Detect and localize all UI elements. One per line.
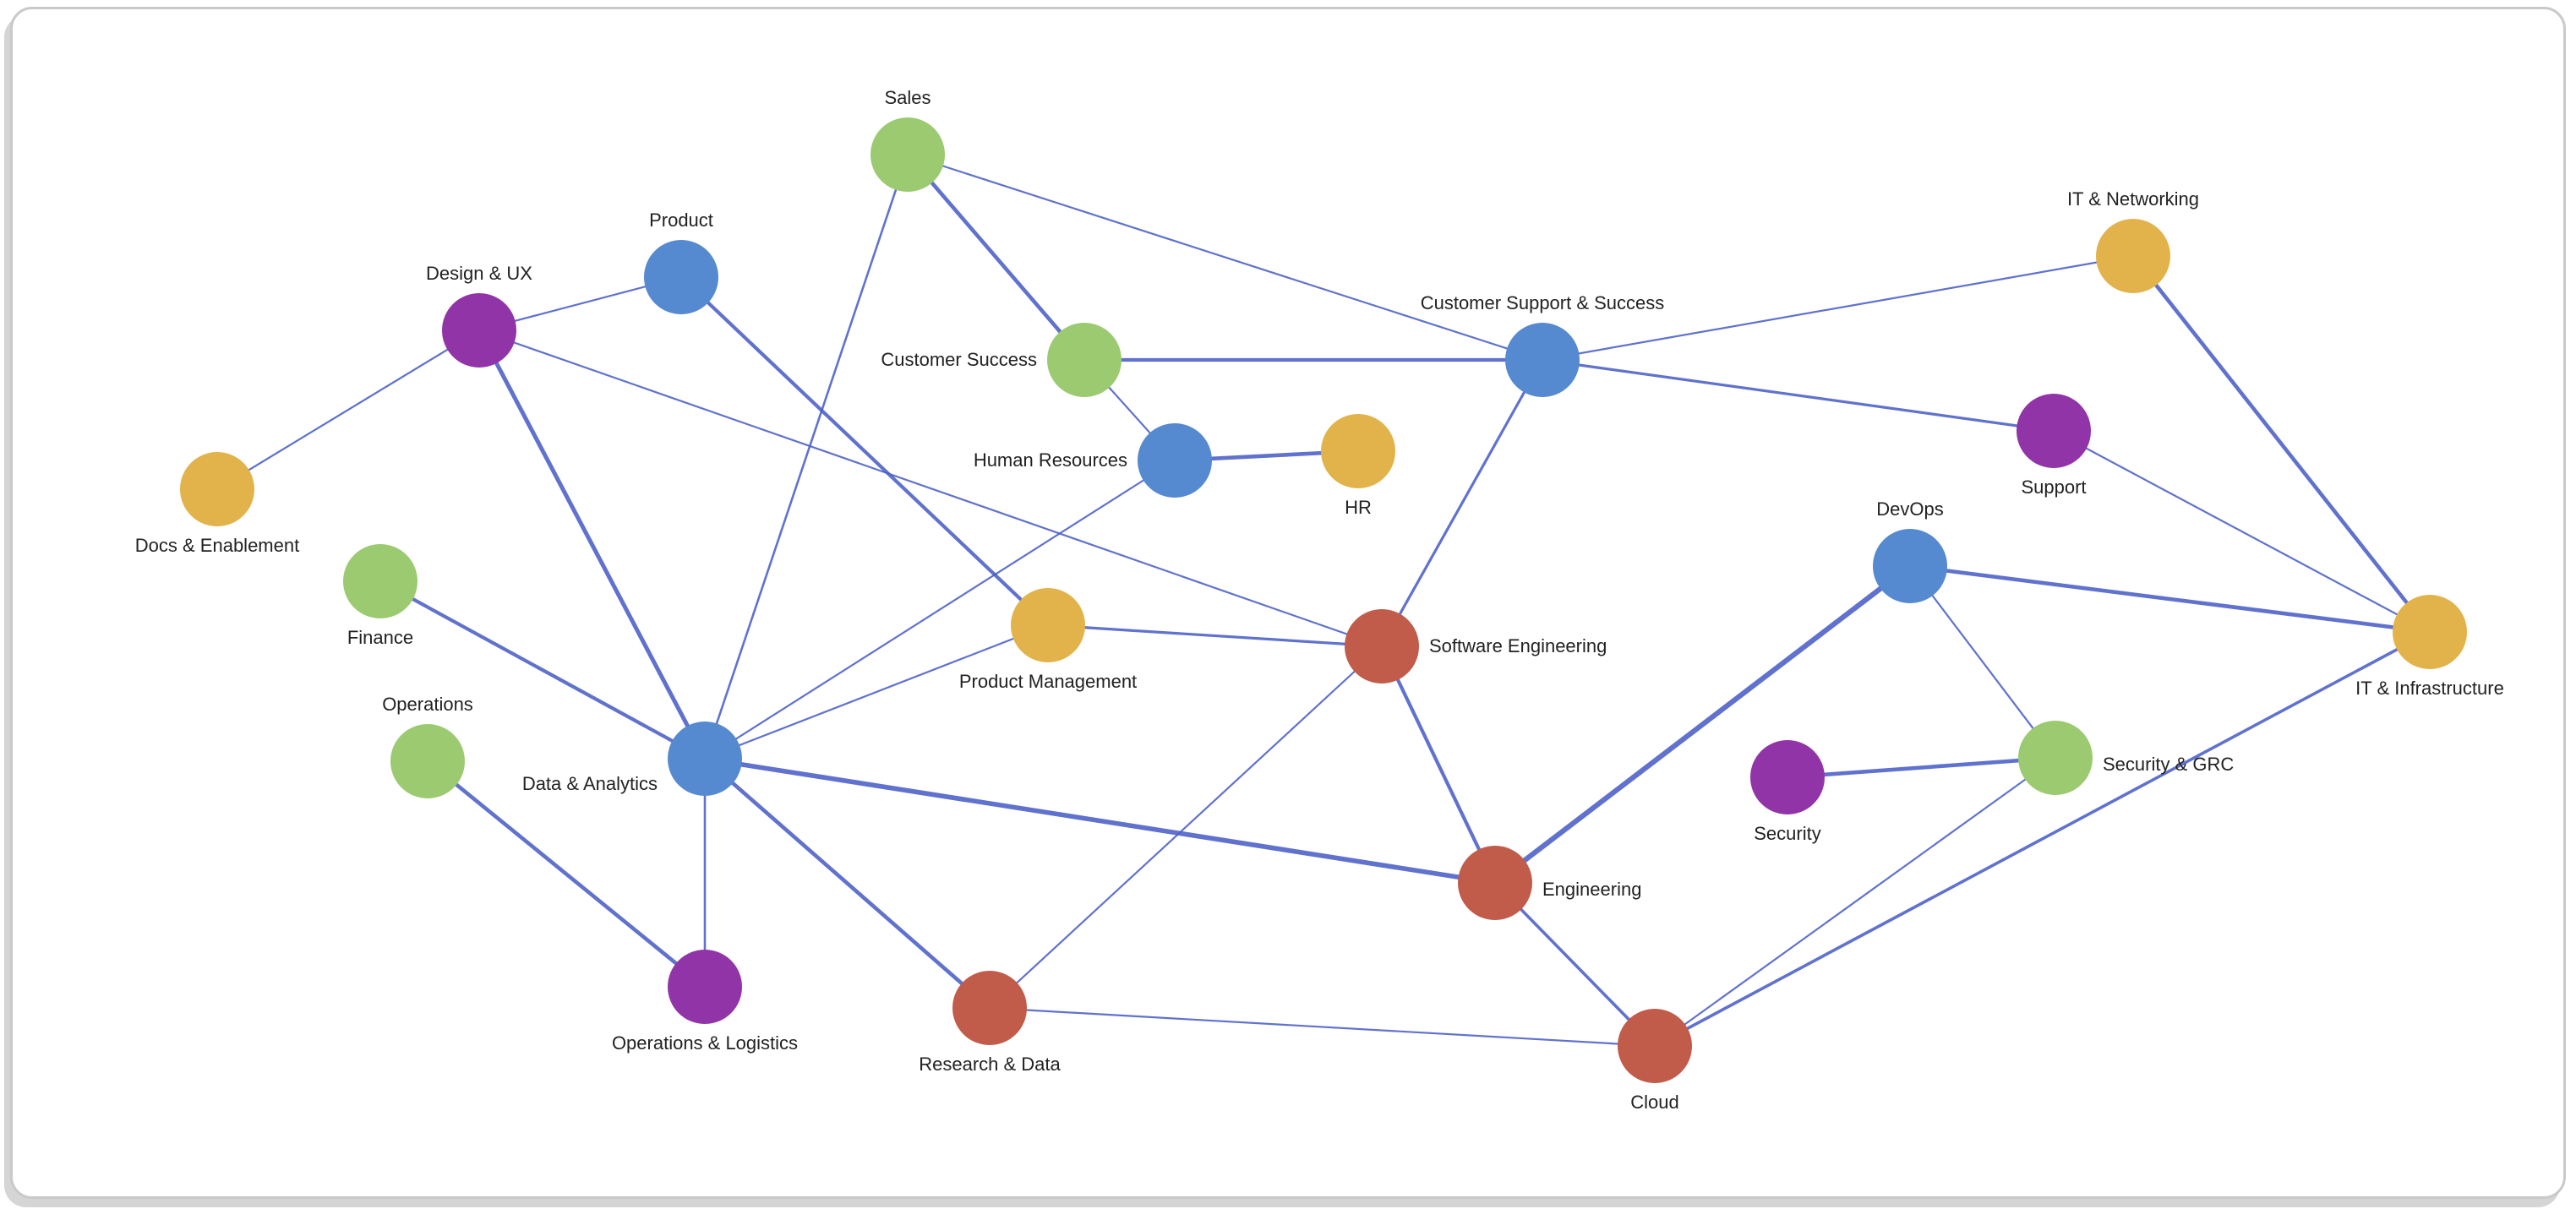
label-finance: Finance (347, 627, 413, 648)
edge-finance-data_analytics (379, 580, 707, 760)
edge-design_ux-docs_enablement (216, 329, 480, 490)
edge-it_networking-it_infrastructure (2131, 254, 2431, 634)
label-data_analytics: Data & Analytics (522, 773, 658, 794)
node-data_analytics[interactable] (668, 722, 742, 796)
edge-software_engineering-customer_support (1380, 359, 1544, 647)
label-hr: HR (1345, 497, 1372, 518)
edge-cloud-security_grc (1654, 757, 2056, 1047)
app-card (10, 7, 2566, 1199)
label-engineering: Engineering (1542, 879, 1641, 900)
edge-customer_support-support (1542, 358, 2055, 433)
node-cloud[interactable] (1618, 1009, 1692, 1083)
edge-software_engineering-research_data (989, 645, 1383, 1009)
node-it_infrastructure[interactable] (2393, 595, 2467, 669)
label-it_infrastructure: IT & Infrastructure (2355, 678, 2504, 699)
node-software_engineering[interactable] (1345, 609, 1419, 683)
label-human_resources: Human Resources (974, 449, 1127, 471)
edge-engineering-cloud (1493, 881, 1656, 1048)
node-security_grc[interactable] (2018, 721, 2093, 795)
edge-customer_support-it_networking (1542, 254, 2134, 362)
node-design_ux[interactable] (442, 293, 516, 368)
node-sales[interactable] (870, 117, 945, 192)
label-cloud: Cloud (1630, 1092, 1678, 1113)
label-security: Security (1754, 823, 1820, 844)
label-ops_logistics: Operations & Logistics (612, 1032, 798, 1054)
label-product_management: Product Management (959, 671, 1137, 692)
edge-software_engineering-engineering (1380, 645, 1497, 884)
edge-cloud-it_infrastructure (1654, 630, 2431, 1048)
label-security_grc: Security & GRC (2103, 754, 2234, 775)
edge-sales-data_analytics (703, 154, 909, 760)
label-product: Product (649, 210, 713, 231)
edge-product-product_management (679, 275, 1050, 627)
node-product_management[interactable] (1011, 588, 1085, 662)
node-docs_enablement[interactable] (180, 452, 254, 526)
label-research_data: Research & Data (919, 1054, 1061, 1075)
edge-cloud-research_data (989, 1006, 1656, 1048)
node-security[interactable] (1750, 740, 1825, 814)
label-it_networking: IT & Networking (2067, 188, 2199, 210)
node-product[interactable] (644, 240, 718, 314)
label-customer_support: Customer Support & Success (1421, 292, 1665, 313)
edge-devops-engineering (1493, 564, 1912, 885)
node-support[interactable] (2017, 394, 2091, 468)
edge-operations-ops_logistics (426, 760, 707, 988)
node-devops[interactable] (1873, 529, 1947, 603)
node-ops_logistics[interactable] (668, 950, 742, 1024)
edge-support-it_infrastructure (2053, 430, 2431, 633)
label-customer_success: Customer Success (881, 349, 1037, 370)
node-research_data[interactable] (952, 971, 1027, 1045)
node-operations[interactable] (390, 724, 465, 798)
label-docs_enablement: Docs & Enablement (135, 535, 299, 556)
node-customer_support[interactable] (1505, 323, 1580, 397)
label-software_engineering: Software Engineering (1429, 635, 1607, 656)
edges-layer (216, 153, 2431, 1048)
node-hr[interactable] (1321, 414, 1395, 488)
edge-data_analytics-engineering (704, 756, 1496, 885)
edge-security-security_grc (1787, 755, 2056, 780)
nodes-layer (180, 117, 2467, 1083)
node-it_networking[interactable] (2096, 219, 2170, 293)
node-customer_success[interactable] (1047, 323, 1122, 397)
edge-sales-customer_support (907, 153, 1543, 362)
edge-design_ux-data_analytics (477, 329, 707, 760)
node-finance[interactable] (343, 544, 418, 618)
edge-data_analytics-research_data (703, 757, 991, 1010)
edge-human_resources-data_analytics (704, 460, 1176, 760)
label-support: Support (2021, 477, 2086, 498)
node-engineering[interactable] (1458, 846, 1532, 920)
edge-devops-security_grc (1909, 565, 2056, 759)
edge-sales-customer_success (906, 153, 1086, 362)
edge-devops-it_infrastructure (1909, 564, 2431, 634)
label-sales: Sales (884, 87, 931, 108)
label-design_ux: Design & UX (426, 263, 532, 284)
label-devops: DevOps (1876, 498, 1943, 520)
edge-product_management-data_analytics (704, 624, 1049, 760)
edge-design_ux-software_engineering (478, 329, 1383, 648)
node-human_resources[interactable] (1138, 423, 1212, 498)
label-operations: Operations (382, 694, 473, 715)
edge-product_management-software_engineering (1047, 624, 1383, 648)
